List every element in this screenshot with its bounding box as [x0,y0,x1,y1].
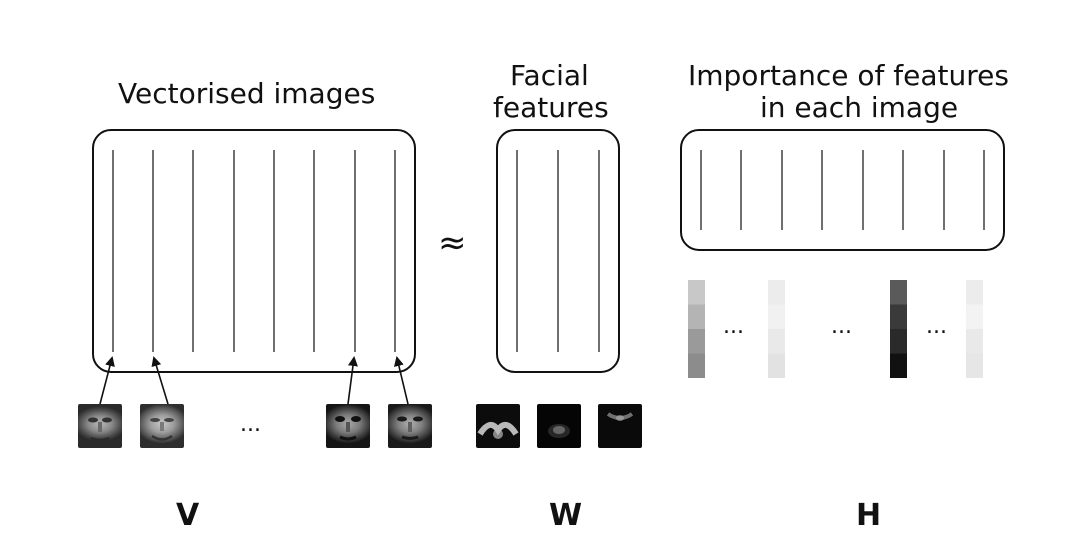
importance-cell [768,353,785,378]
importance-cell [966,280,983,305]
facial-feature-image-icon [537,404,581,448]
facial-feature-image-icon [476,404,520,448]
approx-symbol: ≈ [438,223,467,263]
importance-cell [768,329,785,354]
importance-cell [966,329,983,354]
w-letter: W [549,498,583,533]
importance-cell [768,304,785,329]
h-matrix-columns [700,150,985,230]
arrow-up-icon [393,356,409,405]
importance-cell [768,280,785,305]
facial-feature-image-icon [598,404,642,448]
h-matrix-title-line1: Importance of features [688,59,1009,92]
face-image-icon [140,404,184,448]
importance-cell [890,329,907,354]
v-ellipsis: ... [240,412,261,437]
importance-cell [966,353,983,378]
h-ellipsis: ... [831,314,852,339]
v-matrix-box [92,129,416,373]
face-image-icon [78,404,122,448]
w-matrix-box [496,129,620,373]
importance-cell [688,280,705,305]
h-matrix-title-line2: in each image [760,91,959,124]
v-matrix-columns [112,150,396,352]
v-matrix-title: Vectorised images [118,77,376,110]
w-matrix-columns [516,150,600,352]
face-image-icon [326,404,370,448]
v-letter: V [176,498,200,533]
face-image-icon [388,404,432,448]
importance-cell [966,304,983,329]
arrow-up-icon [347,356,358,405]
h-matrix-box [680,129,1005,251]
importance-cell [688,304,705,329]
h-ellipsis: ... [926,314,947,339]
w-matrix-title-line2: features [493,91,609,124]
importance-cell [890,353,907,378]
importance-cell [890,304,907,329]
importance-cell [688,353,705,378]
importance-cell [890,280,907,305]
h-letter: H [856,498,882,533]
w-matrix-title-line1: Facial [510,59,589,92]
h-ellipsis: ... [723,314,744,339]
arrow-up-icon [99,356,115,405]
importance-cell [688,329,705,354]
arrow-up-icon [151,356,169,405]
